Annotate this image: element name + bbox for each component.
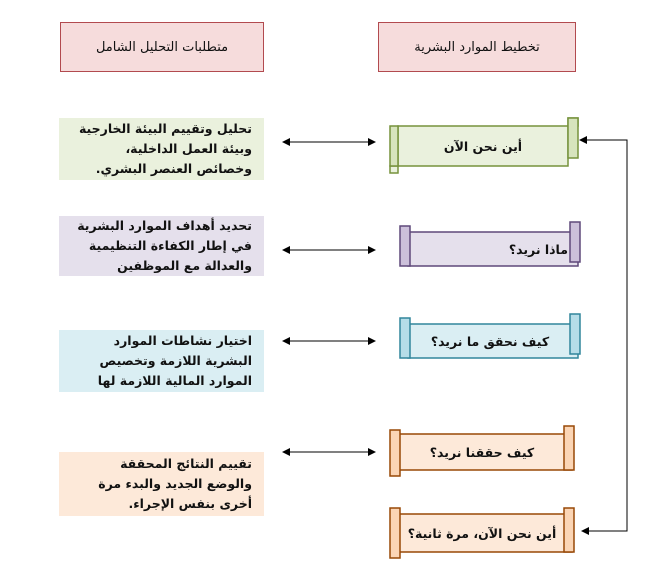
header-analysis-requirements: متطلبات التحليل الشامل xyxy=(60,22,264,72)
header-analysis-requirements-label: متطلبات التحليل الشامل xyxy=(95,39,229,55)
requirement-text-2: تحديد أهداف الموارد البشرية في إطار الكف… xyxy=(77,218,252,273)
scroll-shape-2 xyxy=(399,221,581,267)
requirement-text-1: تحليل وتقييم البيئة الخارجية وبيئة العمل… xyxy=(78,121,252,176)
question-text-3: كيف نحقق ما نريد؟ xyxy=(430,333,550,349)
question-text-2: ماذا نريد؟ xyxy=(508,241,568,257)
question-text-1: أين نحن الآن xyxy=(443,138,523,154)
scroll-shape-5 xyxy=(389,507,575,559)
requirement-box-1: تحليل وتقييم البيئة الخارجية وبيئة العمل… xyxy=(59,118,264,180)
header-hr-planning-label: تخطيط الموارد البشرية xyxy=(414,39,540,55)
requirement-box-4: تقييم النتائج المحققة والوضع الجديد والب… xyxy=(59,452,264,516)
requirement-text-4: تقييم النتائج المحققة والوضع الجديد والب… xyxy=(98,456,252,511)
question-text-4: كيف حققنا نريد؟ xyxy=(429,444,535,460)
scroll-shape-1 xyxy=(389,117,579,174)
requirement-box-3: اختيار نشاطات الموارد البشرية اللازمة وت… xyxy=(59,330,264,392)
loop-connector xyxy=(579,136,628,532)
requirement-box-2: تحديد أهداف الموارد البشرية في إطار الكف… xyxy=(59,216,264,276)
scroll-shape-3 xyxy=(399,313,581,359)
question-text-5: أين نحن الآن، مرة ثانية؟ xyxy=(407,525,557,541)
scroll-shape-4 xyxy=(389,425,575,477)
header-hr-planning: تخطيط الموارد البشرية xyxy=(378,22,576,72)
requirement-text-3: اختيار نشاطات الموارد البشرية اللازمة وت… xyxy=(97,333,252,388)
